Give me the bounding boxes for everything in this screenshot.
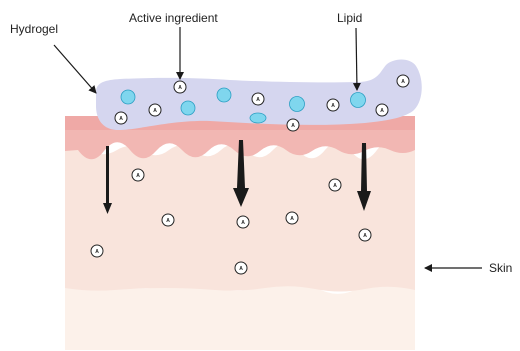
svg-text:A: A [153,108,157,114]
lipid-pointer-arrow [356,28,357,90]
svg-text:A: A [331,103,335,109]
lipid [217,88,231,102]
active-ingredient: A [237,216,249,228]
skin-label: Skin [489,261,512,275]
svg-text:A: A [166,218,170,224]
lipid [351,93,366,108]
svg-text:A: A [256,97,260,103]
svg-text:A: A [241,220,245,226]
active-ingredient: A [235,262,247,274]
lipid [290,97,305,112]
svg-text:A: A [380,108,384,114]
svg-text:A: A [290,216,294,222]
hydrogel-label: Hydrogel [10,22,58,36]
active-ingredient: A [287,119,299,131]
svg-text:A: A [363,233,367,239]
active-ingredient: A [327,99,339,111]
active-ingredient: A [329,179,341,191]
active-ingredient: A [174,81,186,93]
active-ingredient: A [376,104,388,116]
lipid [181,101,195,115]
hydrogel-pointer-arrow [54,45,96,93]
active-ingredient: A [252,93,264,105]
lipid [121,90,135,104]
svg-text:A: A [239,266,243,272]
svg-text:A: A [291,123,295,129]
svg-text:A: A [95,249,99,255]
active-ingredient-label: Active ingredient [129,11,218,25]
active-ingredient: A [115,112,127,124]
svg-text:A: A [333,183,337,189]
svg-text:A: A [119,116,123,122]
active-ingredient: A [286,212,298,224]
active-ingredient: A [359,229,371,241]
active-ingredient: A [397,75,409,87]
active-ingredient: A [132,169,144,181]
active-ingredient: A [162,214,174,226]
lipid [250,113,266,123]
svg-text:A: A [401,79,405,85]
svg-text:A: A [136,173,140,179]
svg-text:A: A [178,85,182,91]
active-ingredient: A [149,104,161,116]
lipid-label: Lipid [337,11,362,25]
active-ingredient: A [91,245,103,257]
